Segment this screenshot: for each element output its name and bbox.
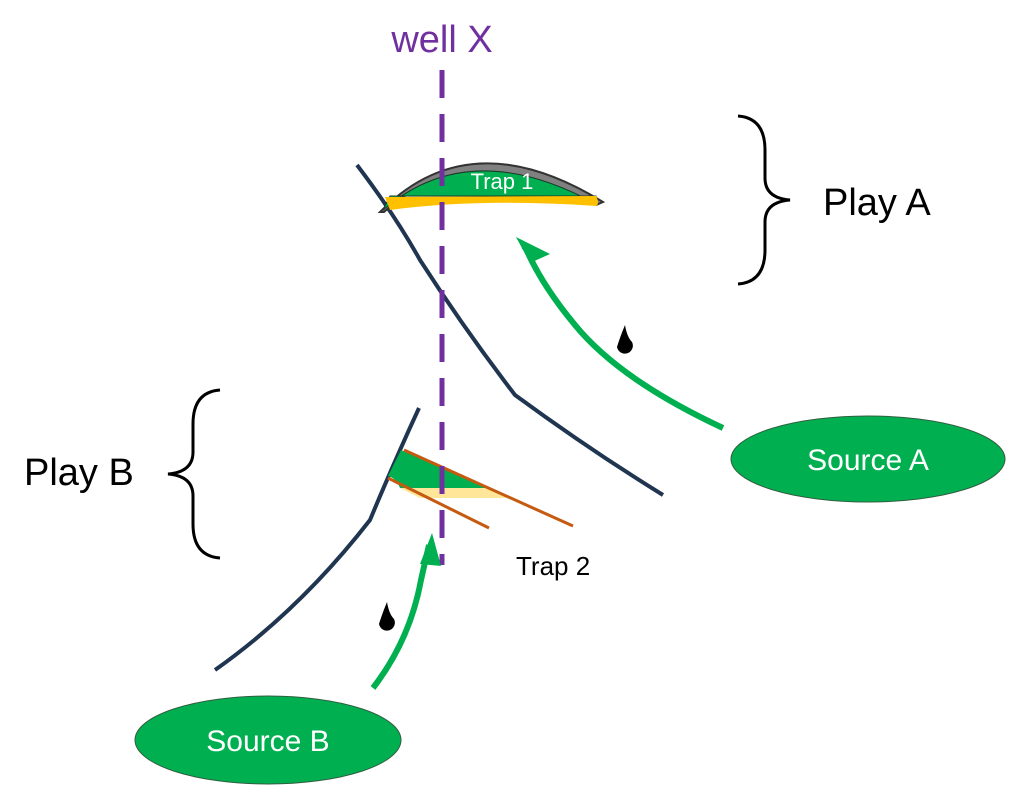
trap-2-lower-bed	[387, 476, 490, 530]
trap-1-water	[385, 196, 598, 210]
oil-drop-icon	[379, 602, 395, 631]
migration-arrow-a-head	[516, 237, 550, 263]
trap-1-label: Trap 1	[471, 169, 534, 194]
play-b-label: Play B	[24, 452, 134, 494]
play-a-label: Play A	[823, 182, 931, 224]
migration-arrow-b	[370, 544, 432, 690]
source-b: Source B	[134, 695, 402, 785]
trap-2-upper-bed	[403, 448, 574, 528]
play-b-bracket	[167, 388, 221, 560]
play-a-bracket	[737, 114, 791, 286]
well-x-label: well X	[390, 19, 492, 61]
oil-drop-icon	[617, 325, 633, 354]
trap-2-label: Trap 2	[516, 551, 590, 581]
trap-1: Trap 1	[377, 162, 606, 213]
trap-2-water	[400, 488, 508, 498]
migration-arrow-a	[521, 240, 725, 431]
source-b-label: Source B	[206, 725, 329, 758]
trap-2: Trap 2	[387, 448, 590, 581]
fault-lower	[213, 407, 421, 672]
source-a-label: Source A	[807, 444, 929, 477]
migration-arrow-b-head	[420, 533, 441, 566]
source-a: Source A	[730, 415, 1006, 503]
fault-upper	[355, 163, 665, 497]
source-b-ellipse	[134, 695, 402, 785]
well-x: well X	[390, 19, 493, 565]
source-a-ellipse	[730, 415, 1006, 503]
